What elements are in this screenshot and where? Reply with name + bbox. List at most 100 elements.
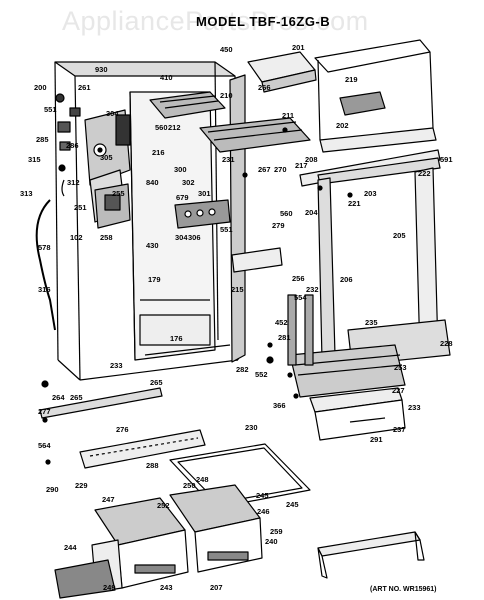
part-label: 551 xyxy=(220,225,233,234)
part-label: 282 xyxy=(236,365,249,374)
part-label: 252 xyxy=(157,501,170,510)
part-label: 259 xyxy=(270,527,283,536)
part-label: 222 xyxy=(418,169,431,178)
freezer-shelf xyxy=(149,91,226,119)
part-label: 217 xyxy=(295,161,308,170)
part-label: 255 xyxy=(112,189,125,198)
power-cord xyxy=(35,199,56,331)
part-label: 232 xyxy=(306,285,319,294)
part-label: 251 xyxy=(74,203,87,212)
part-label: 221 xyxy=(348,199,361,208)
part-label: 261 xyxy=(78,83,91,92)
drain-pan xyxy=(54,559,116,599)
part-label: 244 xyxy=(64,543,77,552)
part-label: 200 xyxy=(34,83,47,92)
part-label: 249 xyxy=(103,583,116,592)
part-label: 205 xyxy=(393,231,406,240)
part-label: 306 xyxy=(188,233,201,242)
trim-rails xyxy=(39,387,206,469)
model-title: MODEL TBF-16ZG-B xyxy=(196,14,331,29)
part-label: 202 xyxy=(336,121,349,130)
ice-bucket xyxy=(247,51,317,93)
part-label: 240 xyxy=(265,537,278,546)
part-label: 256 xyxy=(292,274,305,283)
part-label: 207 xyxy=(210,583,223,592)
slide-out-shelf xyxy=(289,319,451,398)
part-label: 219 xyxy=(345,75,358,84)
part-label: 243 xyxy=(160,583,173,592)
control-panel xyxy=(174,199,231,229)
part-label: 215 xyxy=(231,285,244,294)
part-label: 246 xyxy=(257,507,270,516)
part-label: 564 xyxy=(38,441,51,450)
part-label: 231 xyxy=(222,155,235,164)
part-label: 679 xyxy=(176,193,189,202)
cabinet-body xyxy=(54,61,246,381)
part-label: 230 xyxy=(245,423,258,432)
part-label: 554 xyxy=(294,293,307,302)
part-label: 233 xyxy=(110,361,123,370)
slide-shelf xyxy=(199,117,311,153)
part-label: 366 xyxy=(273,401,286,410)
part-label: 300 xyxy=(174,165,187,174)
part-label: 560 xyxy=(155,123,168,132)
part-label: 250 xyxy=(183,481,196,490)
part-label: 206 xyxy=(340,275,353,284)
crisper-drawer-right xyxy=(169,484,263,573)
art-number: (ART NO. WR15961) xyxy=(370,586,437,593)
door-bin xyxy=(317,531,425,579)
part-label: 277 xyxy=(38,407,51,416)
thermostat-bracket xyxy=(94,183,131,229)
part-label: 560 xyxy=(280,209,293,218)
meat-pan xyxy=(309,387,406,441)
part-label: 279 xyxy=(272,221,285,230)
part-label: 247 xyxy=(102,495,115,504)
part-label: 204 xyxy=(305,208,318,217)
part-label: 312 xyxy=(67,178,80,187)
part-label: 265 xyxy=(150,378,163,387)
part-label: 237 xyxy=(393,425,406,434)
part-label: 301 xyxy=(198,189,211,198)
shelf-rails xyxy=(287,294,314,366)
part-label: 270 xyxy=(274,165,287,174)
part-label: 227 xyxy=(392,386,405,395)
part-label: 216 xyxy=(152,148,165,157)
part-label: 305 xyxy=(100,153,113,162)
part-label: 551 xyxy=(44,105,57,114)
part-label: 248 xyxy=(196,475,209,484)
part-label: 212 xyxy=(168,123,181,132)
part-label: 930 xyxy=(95,65,108,74)
fasteners xyxy=(41,127,353,465)
part-label: 253 xyxy=(394,363,407,372)
freezer-door xyxy=(314,39,437,153)
part-label: 201 xyxy=(292,43,305,52)
part-label: 315 xyxy=(28,155,41,164)
part-label: 179 xyxy=(148,275,161,284)
crisper-drawer-left xyxy=(91,497,189,593)
part-label: 313 xyxy=(20,189,33,198)
part-label: 258 xyxy=(100,233,113,242)
part-label: 245 xyxy=(256,491,269,500)
part-label: 840 xyxy=(146,178,159,187)
part-label: 233 xyxy=(408,403,421,412)
part-label: 210 xyxy=(220,91,233,100)
part-label: 316 xyxy=(38,285,51,294)
part-label: 290 xyxy=(46,485,59,494)
part-label: 410 xyxy=(160,73,173,82)
part-label: 450 xyxy=(220,45,233,54)
part-label: 430 xyxy=(146,241,159,250)
part-label: 267 xyxy=(258,165,271,174)
part-label: 235 xyxy=(365,318,378,327)
part-label: 229 xyxy=(75,481,88,490)
top-left-parts xyxy=(55,93,81,197)
part-label: 288 xyxy=(146,461,159,470)
divider-mullion xyxy=(317,177,336,361)
part-label: 203 xyxy=(364,189,377,198)
part-label: 264 xyxy=(52,393,65,402)
part-label: 265 xyxy=(70,393,83,402)
part-label: 176 xyxy=(170,334,183,343)
part-label: 304 xyxy=(106,109,119,118)
part-label: 302 xyxy=(182,178,195,187)
